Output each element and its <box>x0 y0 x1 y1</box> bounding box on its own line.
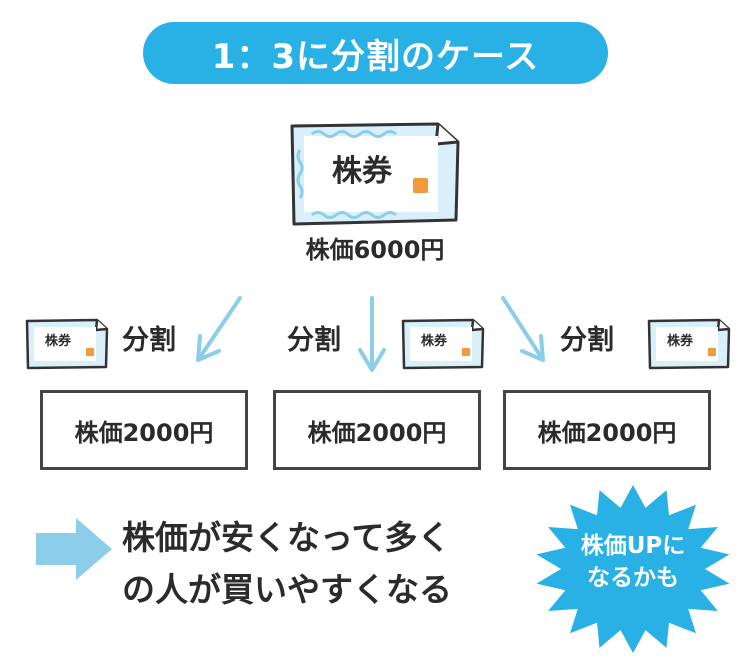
certificate-illustration <box>25 318 109 370</box>
price-text: 株価2000円 <box>307 418 447 447</box>
stock-certificate-small-right: 株券 <box>646 318 731 370</box>
result-text: 株価が安くなって多く の人が買いやすくなる <box>122 512 452 616</box>
certificate-illustration <box>647 318 731 370</box>
certificate-label: 株券 <box>45 334 72 349</box>
starburst-badge <box>536 485 730 653</box>
price-text: 株価2000円 <box>537 418 677 447</box>
original-price: 株価6000円 <box>305 236 445 264</box>
certificate-illustration <box>401 318 485 370</box>
title-banner: 1：3に分割のケース <box>143 22 608 84</box>
stock-certificate-small-left: 株券 <box>24 318 109 370</box>
title-text: 1：3に分割のケース <box>211 36 540 77</box>
starburst-text: 株価UPに なるかも <box>533 530 733 594</box>
split-label-center: 分割 <box>287 325 341 356</box>
arrow-left <box>196 296 242 362</box>
certificate-label: 株券 <box>667 334 694 349</box>
price-box-1: 株価2000円 <box>40 390 248 470</box>
stock-certificate-large: 株券 <box>286 120 462 228</box>
certificate-label: 株券 <box>421 334 448 349</box>
split-label-left: 分割 <box>122 325 176 356</box>
certificate-illustration <box>290 122 460 226</box>
result-line-1: 株価が安くなって多く <box>122 518 451 557</box>
starburst-line-2: なるかも <box>587 565 679 591</box>
arrow-right <box>501 296 545 362</box>
split-label-right: 分割 <box>560 325 614 356</box>
result-arrow-icon <box>36 518 112 580</box>
starburst-line-1: 株価UPに <box>580 533 686 559</box>
price-box-2: 株価2000円 <box>273 390 481 470</box>
certificate-label: 株券 <box>332 154 392 189</box>
price-box-3: 株価2000円 <box>503 390 711 470</box>
price-text: 株価2000円 <box>74 418 214 447</box>
result-line-2: の人が買いやすくなる <box>122 570 452 609</box>
stock-certificate-small-center: 株券 <box>400 318 485 370</box>
arrow-center <box>358 296 386 372</box>
